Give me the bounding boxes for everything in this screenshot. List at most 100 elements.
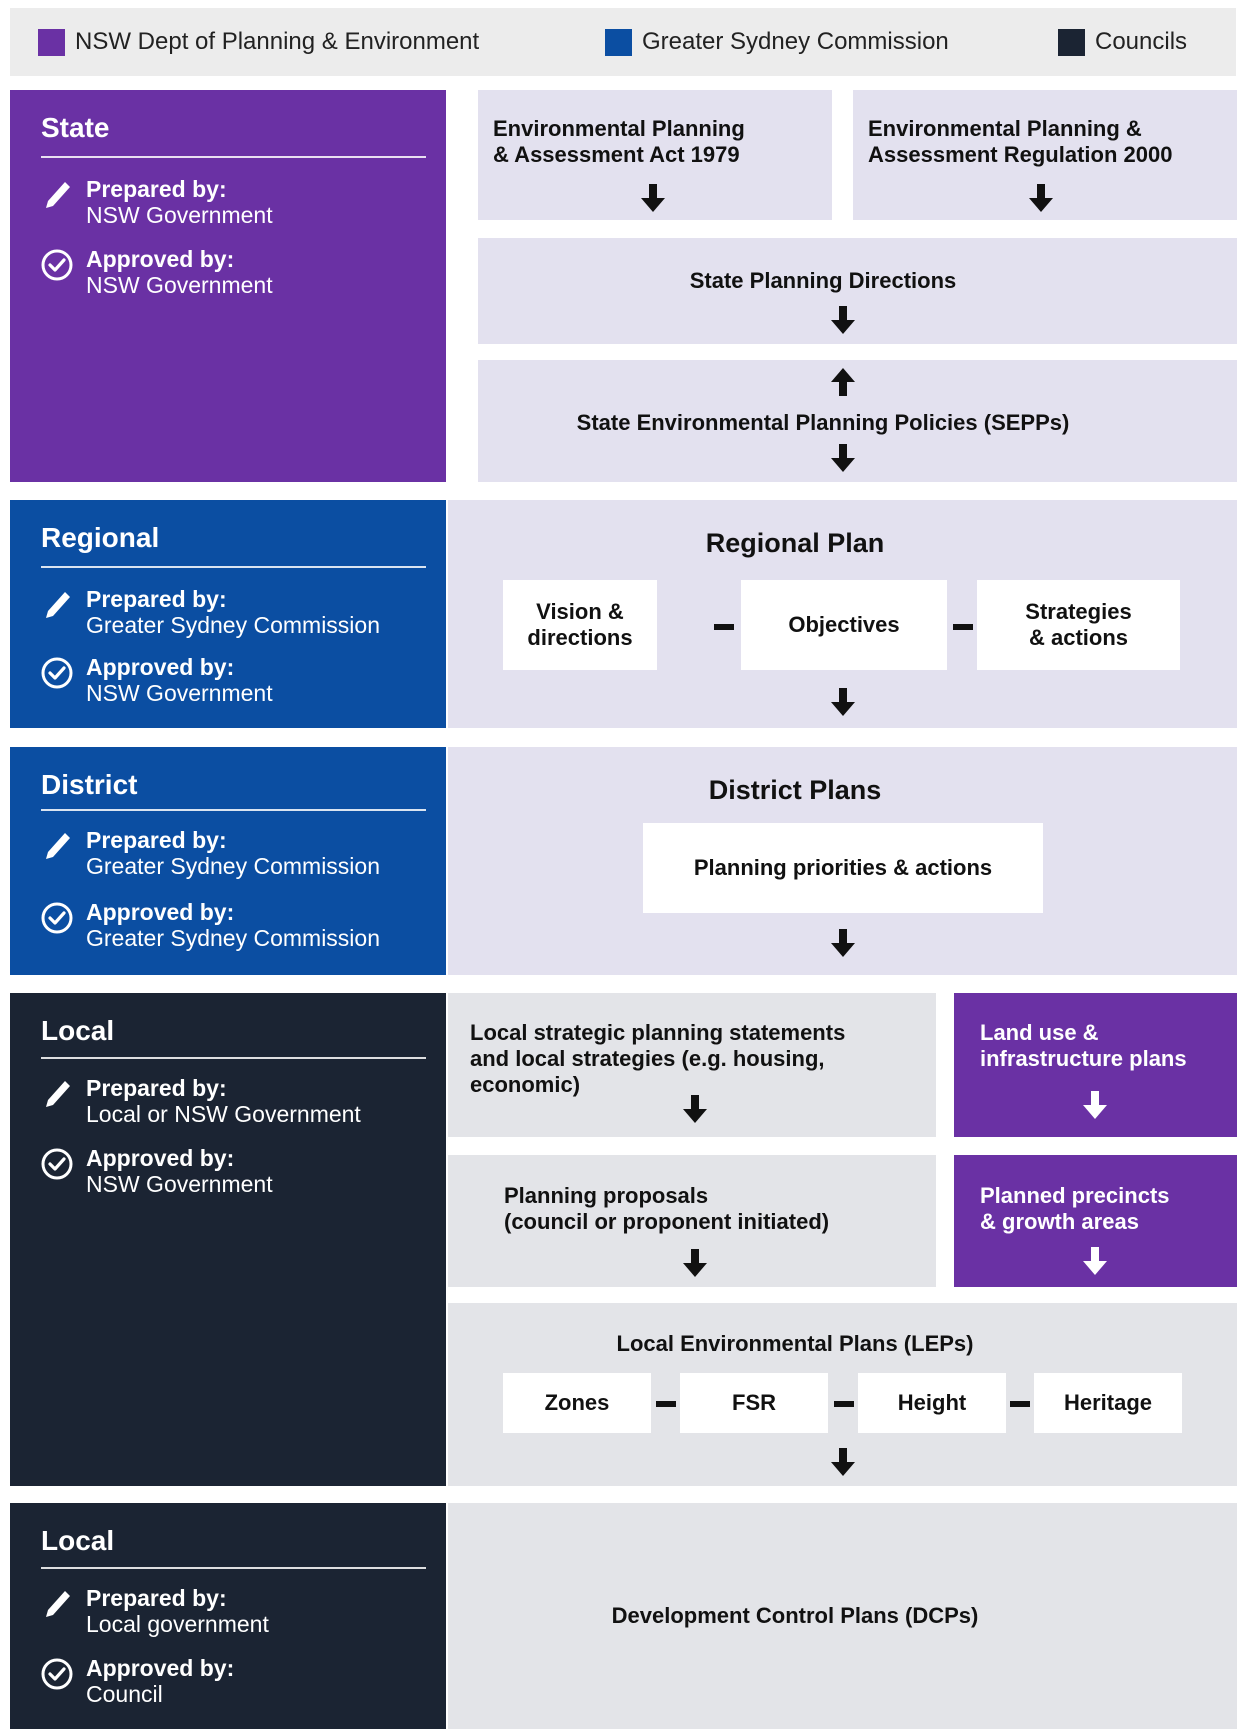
- pencil-icon: [46, 833, 70, 859]
- prepared-by-value: NSW Government: [86, 202, 273, 228]
- arrow-down-icon: [1029, 184, 1053, 212]
- act-line-1: Environmental Planning: [493, 116, 745, 141]
- arrow-down-icon: [683, 1249, 707, 1277]
- lep-item-label: Zones: [544, 1390, 610, 1415]
- district-plans-box: District Plans Planning priorities & act…: [448, 747, 1237, 975]
- arrow-down-icon: [831, 929, 855, 957]
- divider: [41, 566, 426, 568]
- leps-title: Local Environmental Plans (LEPs): [616, 1331, 974, 1356]
- planning-priorities-label: Planning priorities & actions: [693, 855, 993, 880]
- approved-label: Approved by:: [86, 1655, 235, 1681]
- vision-box: Vision &directions: [503, 580, 657, 670]
- approved-by-value: NSW Government: [86, 680, 273, 706]
- precincts-line-2: & growth areas: [980, 1209, 1139, 1234]
- check-circle-icon: [41, 249, 73, 281]
- prepared-by-row: Prepared by:Greater Sydney Commission: [40, 827, 380, 879]
- lsps-box: Local strategic planning statements and …: [448, 993, 936, 1137]
- lsps-line-3: economic): [470, 1072, 581, 1097]
- legend-label: NSW Dept of Planning & Environment: [75, 28, 480, 55]
- planning-proposals-box: Planning proposals (council or proponent…: [448, 1155, 936, 1287]
- district-plans-title: District Plans: [708, 775, 882, 805]
- legend-swatch-navy: [1058, 28, 1085, 56]
- lep-item-fsr: FSR: [680, 1373, 828, 1433]
- approved-by-value: NSW Government: [86, 272, 273, 298]
- objectives-label: Objectives: [788, 612, 900, 637]
- check-circle-icon: [41, 1148, 73, 1180]
- level-title: District: [41, 769, 138, 800]
- check-circle-icon: [41, 1658, 73, 1690]
- regulation-box: Environmental Planning & Assessment Regu…: [853, 90, 1237, 220]
- prepared-by-value: Greater Sydney Commission: [86, 612, 380, 638]
- pencil-icon: [46, 1081, 70, 1107]
- prepared-by-value: Greater Sydney Commission: [86, 853, 380, 879]
- level-panel-local-dcp: Local Prepared by:Local government Appro…: [10, 1503, 446, 1729]
- precincts-box: Planned precincts & growth areas: [954, 1155, 1237, 1287]
- land-use-line-2: infrastructure plans: [980, 1046, 1187, 1071]
- approved-label: Approved by:: [86, 899, 235, 925]
- level-panel-state: State Prepared by:NSW Government Approve…: [10, 90, 446, 482]
- regulation-line-1: Environmental Planning &: [868, 116, 1142, 141]
- arrow-down-icon: [831, 1448, 855, 1476]
- legend-label: Councils: [1095, 28, 1188, 55]
- legend-item-gsc: Greater Sydney Commission: [605, 8, 949, 76]
- arrow-down-icon: [1083, 1091, 1107, 1119]
- approved-label: Approved by:: [86, 654, 235, 680]
- level-title: Local: [41, 1015, 115, 1046]
- pencil-icon: [46, 592, 70, 618]
- lsps-line-1: Local strategic planning statements: [470, 1020, 846, 1045]
- pencil-icon: [46, 182, 70, 208]
- approved-label: Approved by:: [86, 246, 235, 272]
- precincts-line-1: Planned precincts: [980, 1183, 1170, 1208]
- lep-item-label: Height: [897, 1390, 967, 1415]
- connector-dash: [834, 1401, 854, 1407]
- regulation-line-2: Assessment Regulation 2000: [868, 142, 1173, 167]
- directions-box: State Planning Directions: [478, 238, 1237, 344]
- prepared-by-row: Prepared by:Local or NSW Government: [40, 1075, 361, 1127]
- lsps-line-2: and local strategies (e.g. housing,: [470, 1046, 825, 1071]
- arrow-down-icon: [831, 444, 855, 472]
- prepared-by-value: Local government: [86, 1611, 269, 1637]
- approved-by-row: Approved by:Council: [40, 1655, 234, 1707]
- proposals-line-2: (council or proponent initiated): [504, 1209, 830, 1234]
- level-title: Local: [41, 1525, 115, 1556]
- lep-item-label: Heritage: [1063, 1390, 1153, 1415]
- legend-item-dpe: NSW Dept of Planning & Environment: [38, 8, 479, 76]
- legend-swatch-blue: [605, 28, 632, 56]
- land-use-box: Land use & infrastructure plans: [954, 993, 1237, 1137]
- connector-dash: [714, 624, 734, 630]
- legend-item-councils: Councils: [1058, 8, 1187, 76]
- dcps-title: Development Control Plans (DCPs): [611, 1603, 979, 1628]
- lep-item-zones: Zones: [503, 1373, 651, 1433]
- strategies-line-2: & actions: [1028, 625, 1128, 650]
- prepared-by-value: Local or NSW Government: [86, 1101, 361, 1127]
- arrow-down-icon: [683, 1095, 707, 1123]
- prepared-by-row: Prepared by:Greater Sydney Commission: [40, 586, 380, 638]
- approved-by-row: Approved by:Greater Sydney Commission: [40, 899, 380, 951]
- legend: NSW Dept of Planning & Environment Great…: [10, 8, 1236, 76]
- approved-label: Approved by:: [86, 1145, 235, 1171]
- act-line-2: & Assessment Act 1979: [493, 142, 740, 167]
- approved-by-row: Approved by:NSW Government: [40, 654, 273, 706]
- prepared-label: Prepared by:: [86, 176, 227, 202]
- state-planning-directions: State Planning Directions: [689, 268, 957, 293]
- regional-plan-title: Regional Plan: [705, 528, 885, 558]
- sepps-box: State Environmental Planning Policies (S…: [478, 360, 1237, 482]
- arrow-down-icon: [1083, 1247, 1107, 1275]
- prepared-by-row: Prepared by:Local government: [40, 1585, 269, 1637]
- arrow-down-icon: [641, 184, 665, 212]
- land-use-line-1: Land use &: [980, 1020, 1099, 1045]
- legend-swatch-purple: [38, 28, 65, 56]
- planning-priorities-box: Planning priorities & actions: [643, 823, 1043, 913]
- approved-by-row: Approved by:NSW Government: [40, 246, 273, 298]
- divider: [41, 1057, 426, 1059]
- connector-dash: [953, 624, 973, 630]
- arrow-down-icon: [831, 306, 855, 334]
- leps-box: Local Environmental Plans (LEPs) Zones F…: [448, 1303, 1237, 1486]
- prepared-label: Prepared by:: [86, 827, 227, 853]
- level-panel-local-lep: Local Prepared by:Local or NSW Governmen…: [10, 993, 446, 1486]
- connector-dash: [1010, 1401, 1030, 1407]
- dcps-box: Development Control Plans (DCPs): [448, 1503, 1237, 1729]
- legend-label: Greater Sydney Commission: [642, 28, 949, 55]
- regional-plan-box: Regional Plan Vision &directions Objecti…: [448, 500, 1237, 728]
- check-circle-icon: [41, 902, 73, 934]
